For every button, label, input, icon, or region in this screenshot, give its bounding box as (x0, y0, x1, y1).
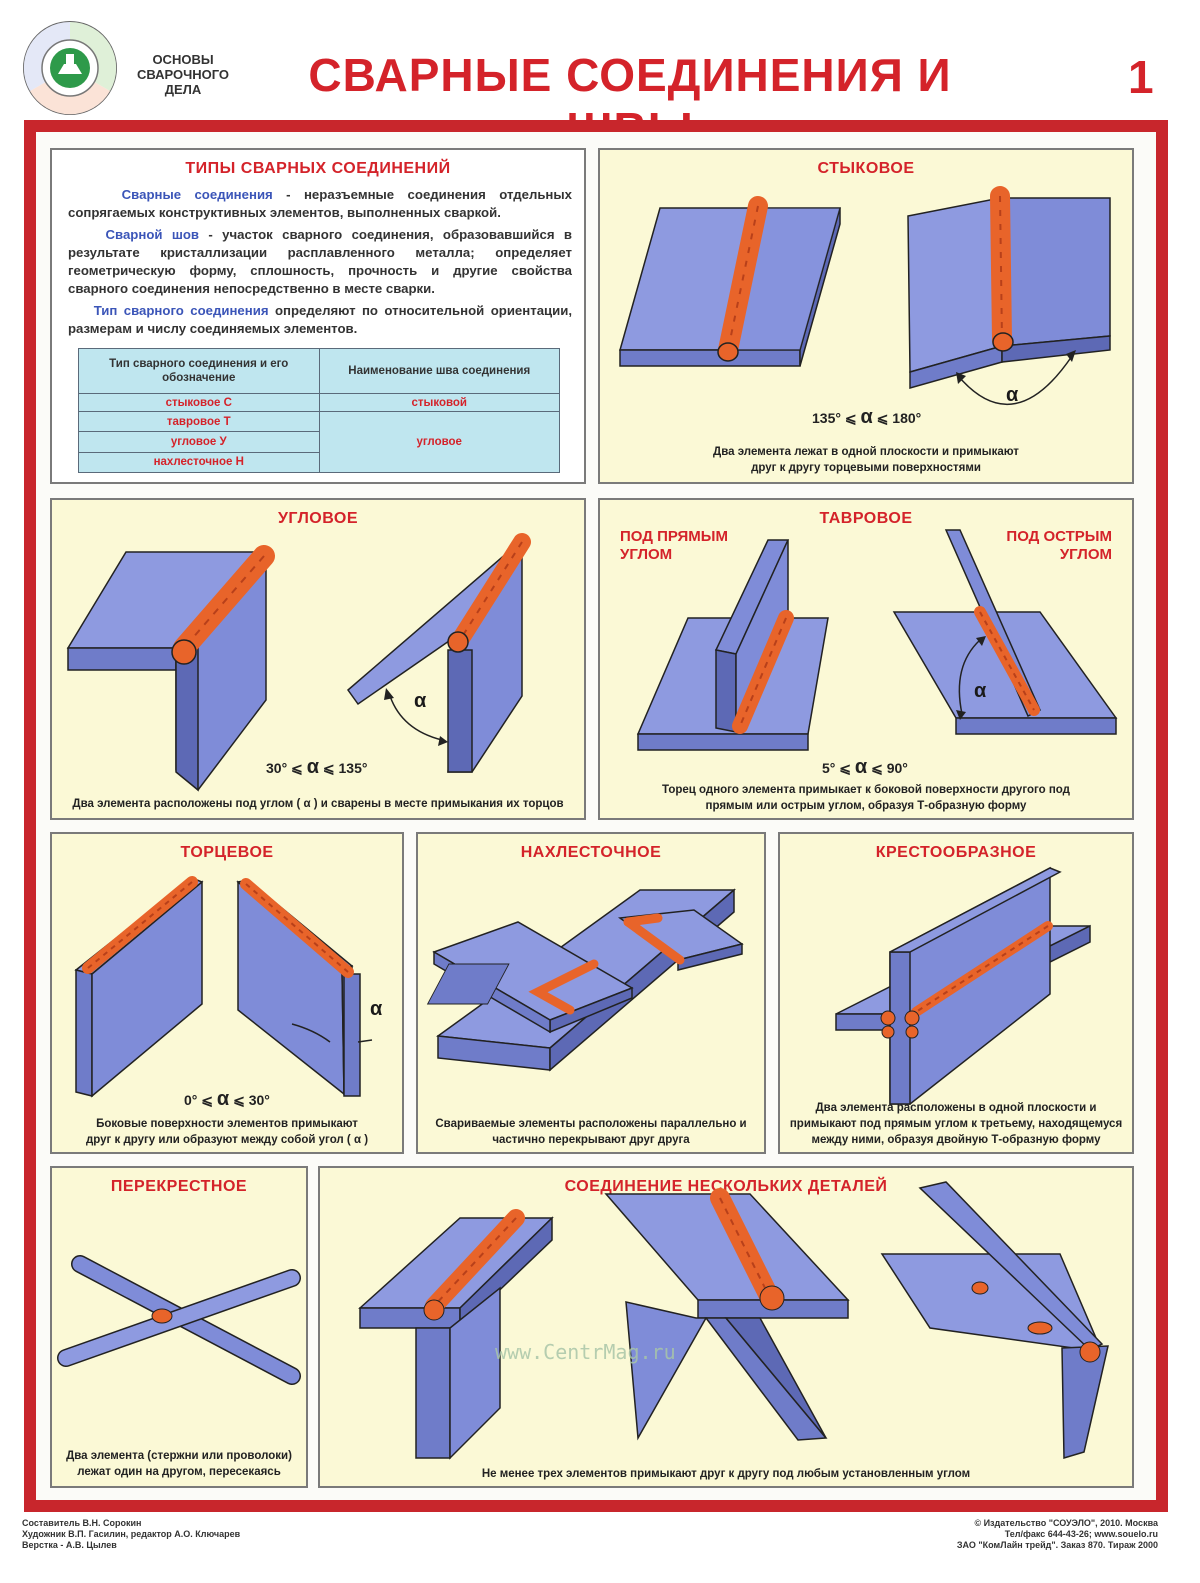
panel-lap-joint: НАХЛЕСТОЧНОЕ Свариваемые элементы распол… (416, 832, 766, 1154)
joint-types-table: Тип сварного соединения и его обозначени… (78, 348, 560, 474)
panel-caption: Два элемента (стержни или проволоки) леж… (66, 1450, 292, 1478)
definition-welded-joints-text: - неразъемные соединения отдельных сопря… (68, 187, 572, 220)
table-cell-seam: стыковой (318, 393, 560, 412)
table-row: стыковое С стыковой (78, 393, 560, 412)
butt-joint-illustration (619, 186, 1111, 405)
table-cell-joint: нахлесточное Н (78, 451, 320, 474)
term-joint-type: Тип сварного соединения (93, 303, 269, 318)
panel-caption: Торец одного элемента примыкает к боково… (662, 784, 1070, 812)
table-header-joint-type: Тип сварного соединения и его обозначени… (78, 348, 320, 394)
angle-symbol: α (860, 406, 873, 428)
table-cell-joint: тавровое Т (78, 410, 320, 433)
panel-title: ТОРЦЕВОЕ (180, 844, 274, 861)
angle-min: 0° (184, 1092, 198, 1108)
definitions-panel: ТИПЫ СВАРНЫХ СОЕДИНЕНИЙ Сварные соединен… (50, 148, 586, 484)
panel-title: НАХЛЕСТОЧНОЕ (520, 844, 662, 861)
angle-max: 180° (892, 410, 922, 426)
tee-joint-illustration (636, 529, 1118, 751)
panel-caption: Два элемента лежат в одной плоскости и п… (713, 446, 1019, 474)
definition-weld-seam: Сварной шов - участок сварного соединени… (68, 226, 572, 298)
definition-joint-type: Тип сварного соединения определяют по от… (68, 302, 572, 338)
angle-symbol: α (854, 756, 868, 778)
panel-title: УГЛОВОЕ (277, 510, 359, 527)
panel-cruciform-joint: КРЕСТООБРАЗНОЕ Два элемента расположены … (778, 832, 1134, 1154)
angle-min: 135° (812, 410, 841, 426)
definitions-title: ТИПЫ СВАРНЫХ СОЕДИНЕНИЙ (185, 160, 451, 177)
table-cell-joint: стыковое С (78, 393, 320, 412)
angle-range: 135° ⩽ α ⩽ 180° (812, 406, 922, 428)
table-row: нахлесточное Н (78, 451, 560, 474)
angle-max: 30° (248, 1092, 270, 1108)
logo-emblem-icon (23, 21, 117, 115)
corner-joint-illustration (66, 533, 531, 792)
logo (22, 20, 118, 116)
credit-line: Художник В.П. Гасилин, редактор А.О. Клю… (22, 1529, 241, 1539)
angle-range: 5° ⩽ α ⩽ 90° (822, 756, 908, 778)
table-cell-joint: угловое У (78, 431, 320, 453)
panel-caption: Свариваемые элементы расположены паралле… (435, 1118, 747, 1146)
panel-tee-joint: ТАВРОВОЕ ПОД ПРЯМЫМ УГЛОМ ПОД ОСТРЫМ УГЛ… (598, 498, 1134, 820)
angle-max: 135° (338, 760, 368, 776)
angle-symbol: α (306, 756, 319, 778)
term-weld-seam: Сварной шов (105, 227, 200, 242)
publisher-info: © Издательство "СОУЭЛО", 2010. Москва Те… (957, 1518, 1158, 1551)
series-line-3: ДЕЛА (164, 82, 202, 97)
lap-joint-illustration (426, 888, 744, 1072)
definition-joint-type-text: определяют по относительной ориентации, … (68, 303, 573, 336)
panel-corner-joint: УГЛОВОЕ α 30° ⩽ α ⩽ 135° Два элемента ра… (50, 498, 586, 820)
label-acute-angle: ПОД ОСТРЫМ УГЛОМ (1006, 528, 1112, 563)
alpha-label: α (974, 680, 987, 702)
multi-part-joint-illustration (358, 1181, 1109, 1460)
publisher-line: ЗАО "КомЛайн трейд". Заказ 870. Тираж 20… (956, 1540, 1158, 1550)
crossover-joint-illustration (57, 1255, 301, 1385)
angle-range: 30° ⩽ α ⩽ 135° (266, 756, 368, 778)
label-right-angle: ПОД ПРЯМЫМ УГЛОМ (620, 528, 728, 563)
panel-title: КРЕСТООБРАЗНОЕ (875, 844, 1037, 861)
sheet-number: 1 (1128, 51, 1154, 103)
angle-min: 30° (266, 760, 288, 776)
table-row: тавровое Т угловое (78, 410, 560, 473)
panel-crossover-joint: ПЕРЕКРЕСТНОЕ Два элемента (стержни или п… (50, 1166, 308, 1488)
table-cell-seam: угловое (318, 411, 560, 473)
panel-title: ТАВРОВОЕ (819, 510, 913, 527)
angle-min: 5° (822, 760, 836, 776)
panel-butt-joint: СТЫКОВОЕ α 135° ⩽ α ⩽ 180° Два элемента … (598, 148, 1134, 484)
angle-max: 90° (886, 760, 908, 776)
panel-title: СТЫКОВОЕ (817, 160, 915, 177)
cruciform-joint-illustration (835, 866, 1091, 1105)
panel-title: ПЕРЕКРЕСТНОЕ (110, 1178, 248, 1195)
table-header-seam-name: Наименование шва соединения (318, 348, 560, 394)
edge-joint-illustration (74, 876, 373, 1098)
panel-caption: Не менее трех элементов примыкают друг к… (481, 1468, 971, 1480)
series-label: ОСНОВЫ СВАРОЧНОГО ДЕЛА (128, 52, 238, 97)
panel-caption: Два элемента расположены в одной плоскос… (789, 1102, 1123, 1146)
series-line-1: ОСНОВЫ (152, 52, 214, 67)
panel-caption: Два элемента расположены под углом ( α )… (72, 798, 564, 810)
angle-symbol: α (216, 1088, 230, 1110)
alpha-label: α (370, 998, 383, 1020)
panel-edge-joint: ТОРЦЕВОЕ α 0° ⩽ α ⩽ 30° Боковые поверхно… (50, 832, 404, 1154)
definition-weld-seam-text: - участок сварного соединения, образовав… (68, 227, 573, 296)
term-welded-joints: Сварные соединения (121, 187, 273, 202)
credits: Составитель В.Н. Сорокин Художник В.П. Г… (22, 1518, 240, 1551)
credit-line: Составитель В.Н. Сорокин (22, 1518, 142, 1528)
watermark: www.CentrMag.ru (495, 1340, 676, 1364)
panel-caption: Боковые поверхности элементов примыкают … (85, 1118, 369, 1146)
alpha-label: α (1006, 384, 1019, 406)
alpha-label: α (414, 690, 427, 712)
table-row: угловое У (78, 431, 560, 453)
table-header-row: Тип сварного соединения и его обозначени… (78, 348, 560, 394)
publisher-line: © Издательство "СОУЭЛО", 2010. Москва (974, 1518, 1158, 1528)
panel-title: СОЕДИНЕНИЕ НЕСКОЛЬКИХ ДЕТАЛЕЙ (564, 1178, 888, 1195)
panel-multi-part-joint: СОЕДИНЕНИЕ НЕСКОЛЬКИХ ДЕТАЛЕЙ Не менее т… (318, 1166, 1134, 1488)
credit-line: Верстка - А.В. Цылев (22, 1540, 117, 1550)
publisher-line: Тел/факс 644-43-26; www.souelo.ru (1004, 1529, 1158, 1539)
angle-range: 0° ⩽ α ⩽ 30° (184, 1088, 270, 1110)
series-line-2: СВАРОЧНОГО (136, 67, 230, 82)
definition-welded-joints: Сварные соединения - неразъемные соедине… (68, 186, 572, 222)
